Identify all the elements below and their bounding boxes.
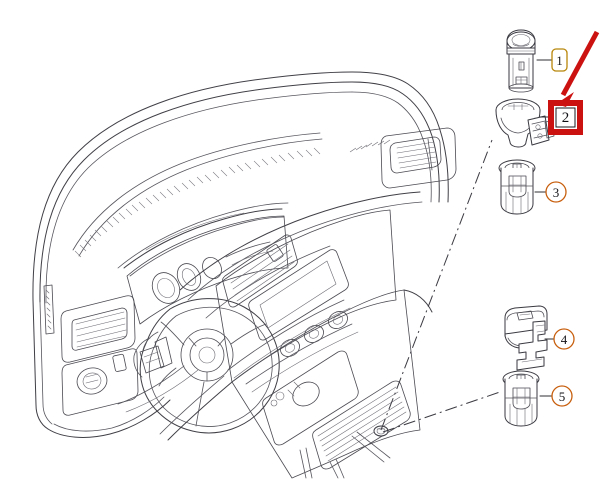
callout-3-label: 3	[553, 185, 560, 200]
headlight-switch	[61, 348, 139, 416]
console-outer-trim	[159, 289, 433, 441]
passenger-side-air-vent	[380, 127, 457, 189]
callout-5-shape	[551, 385, 573, 407]
annotation-arrow-shaft	[560, 30, 600, 97]
center-console-radio	[215, 209, 397, 383]
dashboard-upper-surface	[179, 191, 423, 319]
callout-5-label: 5	[559, 389, 566, 404]
part-4-rocker-switch-cap	[504, 305, 548, 371]
part-5-socket-sleeve-insert-lower	[502, 370, 540, 427]
callout-3-shape	[545, 181, 567, 203]
dashboard-outline	[32, 71, 449, 304]
callout-1-label: 1	[556, 53, 563, 68]
steering-wheel	[133, 298, 280, 434]
callout-1-shape	[551, 48, 568, 72]
callout-1[interactable]: 1	[536, 48, 568, 72]
callout-2-label: 2	[562, 110, 570, 126]
callout-2-shape	[555, 107, 576, 128]
callout-3[interactable]: 3	[534, 181, 567, 203]
dashboard-trim-marks	[349, 139, 391, 153]
leader-console-to-item-2-3	[380, 139, 493, 431]
part-3-socket-sleeve-insert	[498, 159, 536, 215]
knee-panel-detail	[139, 345, 165, 374]
windshield-defroster-vent-strip	[72, 132, 323, 258]
part-2-socket-housing	[495, 98, 555, 148]
callout-4-label: 4	[561, 332, 568, 347]
callout-4[interactable]: 4	[544, 328, 575, 350]
dashboard-lower-skirt	[47, 365, 199, 438]
instrument-cluster	[117, 202, 289, 325]
leader-console-to-item-5	[382, 391, 501, 433]
callout-5[interactable]: 5	[539, 385, 573, 407]
callout-4-shape	[553, 328, 575, 350]
annotation-highlight-box	[548, 100, 583, 135]
a-pillar-trim	[32, 284, 55, 430]
part-1-cigarette-lighter-plug	[506, 29, 536, 93]
